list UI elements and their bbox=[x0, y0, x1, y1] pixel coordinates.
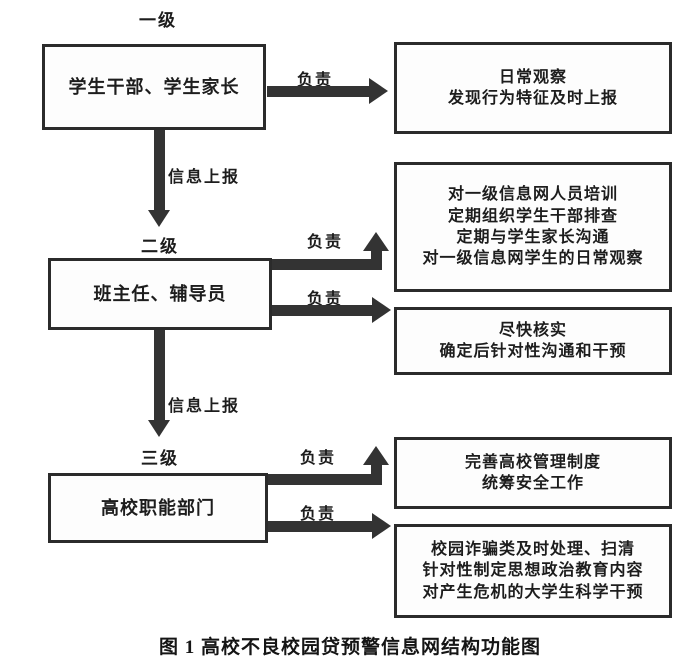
arrow-head-responsible-3a bbox=[363, 446, 389, 465]
edge-label-responsible-2b: 负责 bbox=[307, 291, 344, 308]
duty-box-level-1-line-2: 发现行为特征及时上报 bbox=[447, 90, 618, 107]
edge-label-responsible-3b: 负责 bbox=[300, 506, 337, 523]
arrow-shaft-responsible-1 bbox=[267, 86, 372, 97]
duty-box-level-2-secondary-line-2: 确定后针对性沟通和干预 bbox=[439, 343, 627, 360]
arrow-head-responsible-1 bbox=[369, 78, 388, 104]
duty-box-level-3-secondary-line-3: 对产生危机的大学生科学干预 bbox=[422, 583, 644, 601]
arrow-head-report-2 bbox=[148, 420, 170, 437]
duty-box-level-1[interactable]: 日常观察 发现行为特征及时上报 bbox=[394, 42, 672, 134]
arrow-shaft-responsible-3b bbox=[268, 521, 374, 532]
edge-label-responsible-3a: 负责 bbox=[300, 450, 337, 467]
node-box-level-2[interactable]: 班主任、辅导员 bbox=[48, 258, 272, 330]
node-box-level-1-text: 学生干部、学生家长 bbox=[68, 76, 240, 97]
duty-box-level-3-primary[interactable]: 完善高校管理制度 统筹安全工作 bbox=[394, 437, 672, 509]
arrow-shaft-responsible-3a-vertical bbox=[371, 464, 382, 480]
node-box-level-3-text: 高校职能部门 bbox=[101, 497, 215, 518]
duty-box-level-1-line-1: 日常观察 bbox=[498, 68, 567, 86]
arrow-head-responsible-2a bbox=[363, 232, 389, 251]
duty-box-level-3-secondary-line-2: 针对性制定思想政治教育内容 bbox=[422, 562, 644, 580]
duty-box-level-2-secondary[interactable]: 尽快核实 确定后针对性沟通和干预 bbox=[394, 307, 672, 375]
duty-box-level-3-primary-line-2: 统筹安全工作 bbox=[481, 475, 584, 492]
edge-label-report-1: 信息上报 bbox=[168, 169, 241, 186]
duty-box-level-2-secondary-line-1: 尽快核实 bbox=[498, 321, 567, 339]
duty-box-level-2-primary-line-2: 定期组织学生干部排查 bbox=[447, 207, 618, 225]
arrow-shaft-responsible-2a-vertical bbox=[371, 250, 382, 266]
figure-caption: 图 1 高校不良校园贷预警信息网结构功能图 bbox=[158, 637, 541, 658]
node-box-level-3[interactable]: 高校职能部门 bbox=[48, 473, 268, 543]
level-label-2: 二级 bbox=[141, 237, 179, 256]
arrow-head-responsible-3b bbox=[372, 513, 391, 539]
arrow-shaft-report-1 bbox=[154, 130, 165, 212]
level-label-1: 一级 bbox=[139, 11, 177, 30]
level-label-3: 三级 bbox=[141, 449, 179, 468]
duty-box-level-3-primary-line-1: 完善高校管理制度 bbox=[464, 453, 601, 471]
duty-box-level-2-primary[interactable]: 对一级信息网人员培训 定期组织学生干部排查 定期与学生家长沟通 对一级信息网学生… bbox=[394, 162, 672, 292]
arrow-head-report-1 bbox=[148, 210, 170, 227]
arrow-head-responsible-2b bbox=[372, 297, 391, 323]
duty-box-level-3-secondary-line-1: 校园诈骗类及时处理、扫清 bbox=[430, 540, 635, 558]
node-box-level-2-text: 班主任、辅导员 bbox=[93, 283, 227, 304]
node-box-level-1[interactable]: 学生干部、学生家长 bbox=[42, 44, 266, 130]
arrow-shaft-responsible-2a-horizontal bbox=[272, 259, 382, 270]
edge-label-responsible-1: 负责 bbox=[297, 72, 334, 89]
arrow-shaft-responsible-3a-horizontal bbox=[268, 474, 382, 485]
duty-box-level-2-primary-line-1: 对一级信息网人员培训 bbox=[447, 186, 618, 204]
duty-box-level-2-primary-line-4: 对一级信息网学生的日常观察 bbox=[422, 250, 644, 268]
edge-label-report-2: 信息上报 bbox=[168, 398, 241, 415]
duty-box-level-2-primary-line-3: 定期与学生家长沟通 bbox=[456, 229, 610, 246]
duty-box-level-3-secondary[interactable]: 校园诈骗类及时处理、扫清 针对性制定思想政治教育内容 对产生危机的大学生科学干预 bbox=[394, 524, 672, 618]
arrow-shaft-responsible-2b bbox=[272, 305, 374, 316]
arrow-shaft-report-2 bbox=[154, 330, 165, 422]
edge-label-responsible-2a: 负责 bbox=[307, 234, 344, 251]
